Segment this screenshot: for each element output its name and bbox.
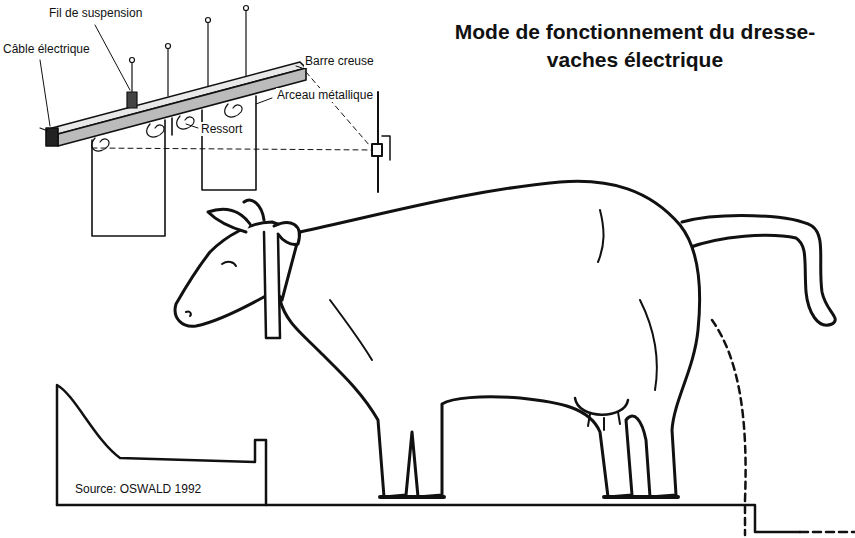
projection-line [92, 148, 375, 150]
part-label: Barre creuse [304, 54, 375, 68]
stall-floor [57, 385, 855, 532]
part-label: Arceau métallique [276, 88, 374, 102]
cow-figure [175, 181, 835, 497]
dung-channel-edge [712, 320, 746, 535]
metal-hoops [92, 96, 256, 236]
source-note: Source: OSWALD 1992 [74, 482, 202, 496]
leader-lines [40, 25, 302, 128]
part-label: Câble électrique [2, 42, 91, 56]
title: Mode de fonctionnement du dresse-vaches … [440, 18, 830, 74]
projection-line [306, 72, 370, 146]
part-label: Fil de suspension [48, 6, 143, 20]
side-view [372, 92, 390, 192]
suspension-wires [127, 6, 249, 109]
part-label: Ressort [200, 122, 243, 136]
hollow-bar [40, 62, 306, 146]
